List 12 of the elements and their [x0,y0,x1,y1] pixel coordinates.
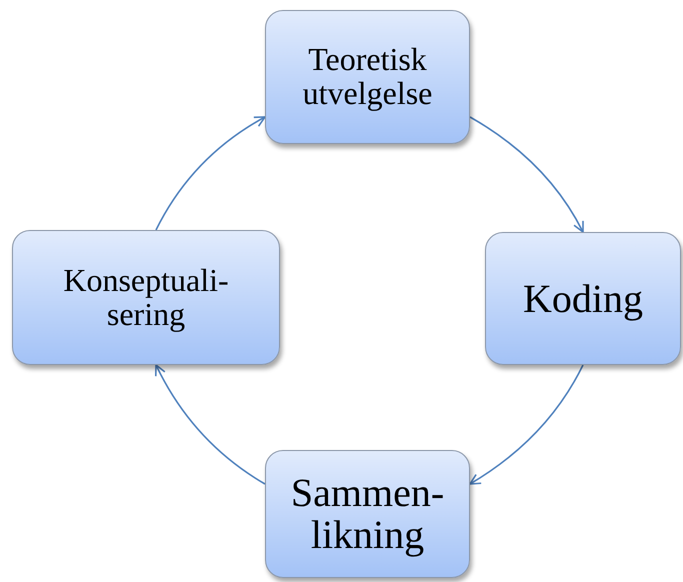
box-label: Koding [522,278,644,320]
box-label: Teoretisk utvelgelse [302,43,434,111]
box-label: Sammen- likning [290,472,446,556]
curved-arrow [469,364,584,485]
curved-arrow [155,116,266,230]
curved-arrow [470,116,584,233]
process-box [12,230,280,365]
curved-arrow [155,364,266,485]
process-box [485,232,681,365]
process-box [265,450,470,578]
process-box [265,10,470,144]
box-label: Konseptuali- sering [62,264,230,332]
